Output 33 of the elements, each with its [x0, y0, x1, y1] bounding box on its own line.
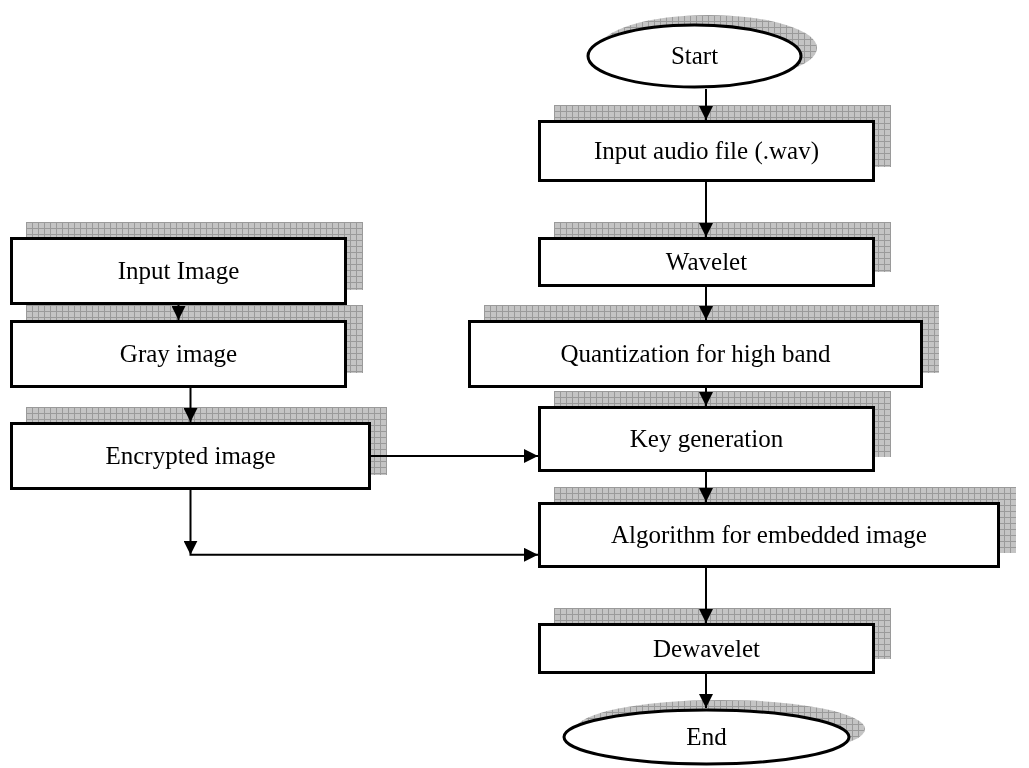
- arrow: [699, 286, 713, 321]
- arrow: [699, 181, 713, 238]
- process-box: [538, 237, 875, 287]
- node-label: Input Image: [117, 256, 240, 287]
- process-box: [10, 237, 347, 305]
- node-label: Algorithm for embedded image: [611, 520, 927, 551]
- process-box: [538, 120, 875, 182]
- arrow: [699, 471, 713, 503]
- arrow: [171, 304, 186, 321]
- node-label: Quantization for high band: [560, 339, 831, 370]
- arrow: [370, 449, 539, 463]
- node-label: Start: [670, 41, 719, 72]
- process-box: [468, 320, 923, 388]
- process-box: [538, 406, 875, 472]
- arrow: [699, 673, 713, 709]
- process-box: [538, 502, 1000, 568]
- process-box: [10, 320, 347, 388]
- node-label: Gray image: [119, 339, 238, 370]
- node-label: Encrypted image: [105, 441, 276, 472]
- node-label: Input audio file (.wav): [594, 136, 819, 167]
- process-box: [538, 623, 875, 674]
- node-label: Dewavelet: [653, 633, 760, 664]
- process-box: [10, 422, 371, 490]
- terminal-ellipse: [586, 23, 803, 89]
- node-label: End: [686, 722, 727, 753]
- node-label: Key generation: [629, 424, 784, 455]
- arrow: [184, 489, 539, 562]
- node-label: Wavelet: [665, 247, 748, 278]
- terminal-ellipse: [562, 708, 851, 766]
- arrow: [699, 88, 713, 121]
- arrow: [699, 387, 713, 407]
- arrow: [183, 387, 198, 423]
- arrow: [699, 567, 713, 624]
